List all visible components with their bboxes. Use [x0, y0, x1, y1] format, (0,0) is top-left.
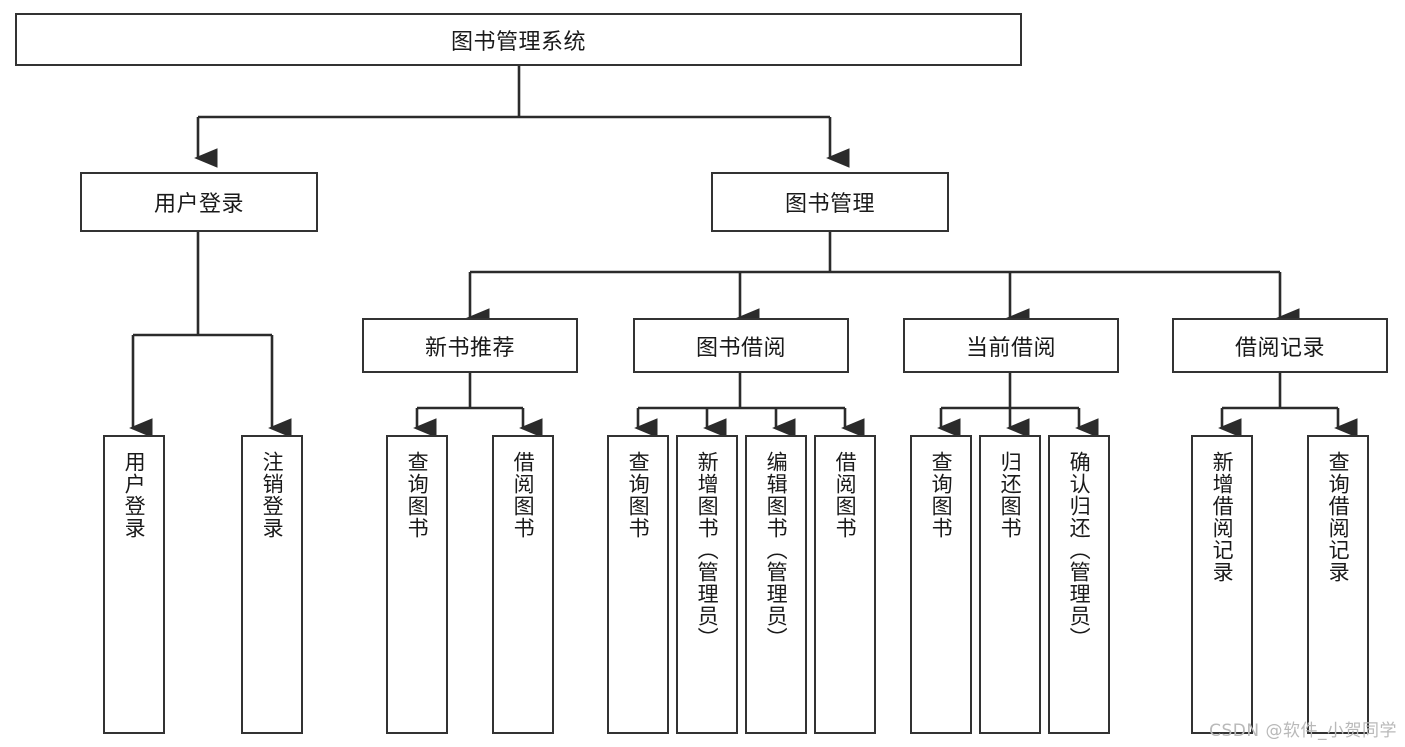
node-new-book-recommend-label: 新书推荐: [424, 335, 515, 361]
leaf-borrow-record-query-label: 查询借阅记录: [1326, 451, 1351, 583]
node-current-borrow[interactable]: 当前借阅: [903, 318, 1119, 373]
node-book-borrow[interactable]: 图书借阅: [633, 318, 849, 373]
node-new-book-recommend[interactable]: 新书推荐: [362, 318, 578, 373]
leaf-new-book-query[interactable]: 查询图书: [386, 435, 448, 734]
leaf-current-borrow-confirm-label: 确认归还（管理员）: [1067, 451, 1092, 649]
leaf-book-borrow-add-label: 新增图书（管理员）: [695, 451, 720, 649]
leaf-current-borrow-query[interactable]: 查询图书: [910, 435, 972, 734]
leaf-borrow-record-add[interactable]: 新增借阅记录: [1191, 435, 1253, 734]
node-book-management-label: 图书管理: [784, 192, 875, 217]
node-book-management[interactable]: 图书管理: [711, 172, 949, 232]
leaf-user-login-login[interactable]: 用户登录: [103, 435, 165, 734]
node-root-label: 图书管理系统: [450, 29, 586, 55]
leaf-current-borrow-confirm[interactable]: 确认归还（管理员）: [1048, 435, 1110, 734]
node-user-login-label: 用户登录: [153, 192, 244, 217]
node-root[interactable]: 图书管理系统: [15, 13, 1022, 66]
leaf-new-book-query-label: 查询图书: [405, 451, 430, 539]
leaf-current-borrow-return-label: 归还图书: [998, 451, 1023, 539]
leaf-user-login-login-label: 用户登录: [122, 451, 147, 539]
leaf-user-login-logout[interactable]: 注销登录: [241, 435, 303, 734]
node-current-borrow-label: 当前借阅: [965, 335, 1056, 361]
leaf-book-borrow-borrow[interactable]: 借阅图书: [814, 435, 876, 734]
node-borrow-record[interactable]: 借阅记录: [1172, 318, 1388, 373]
leaf-borrow-record-add-label: 新增借阅记录: [1210, 451, 1235, 583]
leaf-book-borrow-borrow-label: 借阅图书: [833, 451, 858, 539]
leaf-book-borrow-add[interactable]: 新增图书（管理员）: [676, 435, 738, 734]
leaf-new-book-borrow-label: 借阅图书: [511, 451, 536, 539]
node-borrow-record-label: 借阅记录: [1234, 335, 1325, 361]
leaf-book-borrow-edit-label: 编辑图书（管理员）: [764, 451, 789, 649]
leaf-book-borrow-query[interactable]: 查询图书: [607, 435, 669, 734]
leaf-book-borrow-edit[interactable]: 编辑图书（管理员）: [745, 435, 807, 734]
leaf-current-borrow-return[interactable]: 归还图书: [979, 435, 1041, 734]
node-user-login[interactable]: 用户登录: [80, 172, 318, 232]
leaf-current-borrow-query-label: 查询图书: [929, 451, 954, 539]
leaf-borrow-record-query[interactable]: 查询借阅记录: [1307, 435, 1369, 734]
leaf-new-book-borrow[interactable]: 借阅图书: [492, 435, 554, 734]
node-book-borrow-label: 图书借阅: [695, 335, 786, 361]
leaf-book-borrow-query-label: 查询图书: [626, 451, 651, 539]
leaf-user-login-logout-label: 注销登录: [260, 451, 285, 539]
